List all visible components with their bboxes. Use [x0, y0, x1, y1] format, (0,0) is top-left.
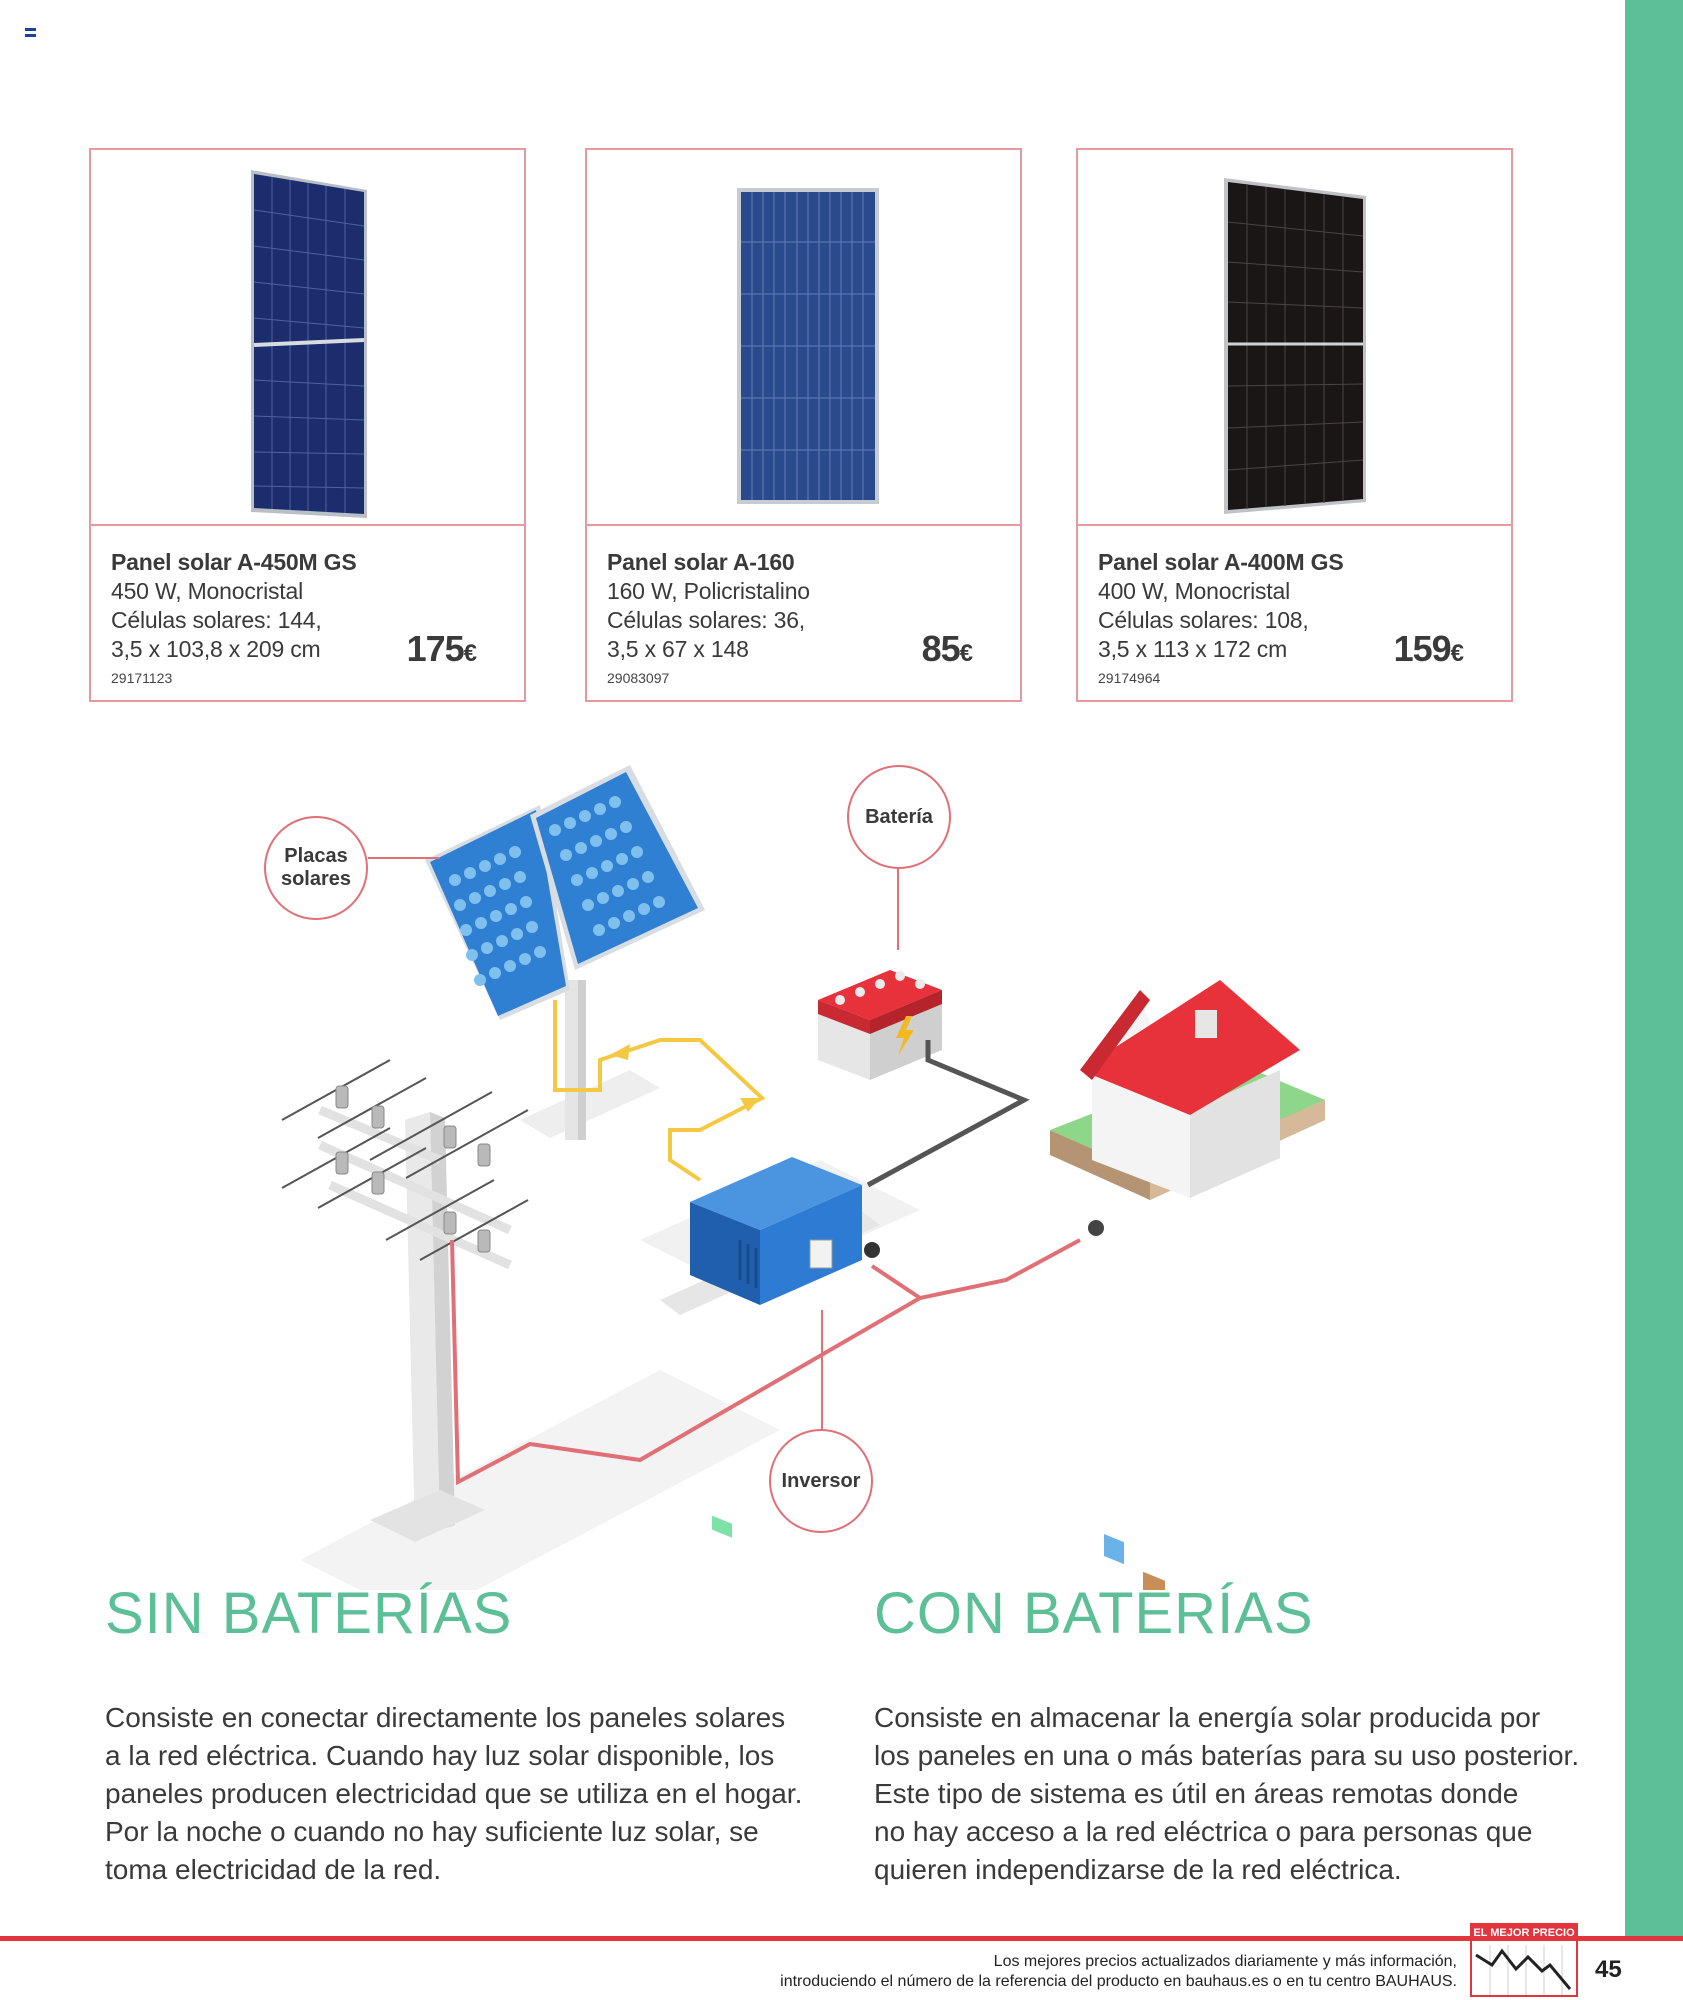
- product-info: Panel solar A-450M GS 450 W, Monocristal…: [111, 548, 411, 686]
- product-reference: 29171123: [111, 670, 173, 686]
- product-price: 175€: [406, 628, 477, 669]
- callout-inverter: Inversor: [769, 1429, 873, 1533]
- callout-solar-panels: Placas solares: [264, 816, 368, 920]
- product-info: Panel solar A-160 160 W, Policristalino …: [607, 548, 907, 686]
- product-dimensions: 3,5 x 113 x 172 cm: [1098, 636, 1288, 662]
- product-price: 85€: [921, 628, 973, 669]
- product-spec: 450 W, Monocristal: [111, 578, 303, 604]
- product-name: Panel solar A-450M GS: [111, 549, 357, 575]
- product-spec: Células solares: 108,: [1098, 607, 1309, 633]
- product-name: Panel solar A-160: [607, 549, 795, 575]
- product-spec: Células solares: 36,: [607, 607, 805, 633]
- footer-divider: [0, 1936, 1683, 1941]
- section-title-con-baterias: CON BATERÍAS: [874, 1581, 1314, 1646]
- side-color-strip: [1625, 0, 1683, 1936]
- section-title-sin-baterias: SIN BATERÍAS: [105, 1581, 513, 1646]
- product-image: [91, 150, 524, 526]
- page-number: 45: [1595, 1956, 1622, 1983]
- product-image: [1078, 150, 1511, 526]
- price-chart-icon: [1475, 1945, 1572, 1995]
- product-dimensions: 3,5 x 67 x 148: [607, 636, 749, 662]
- product-card[interactable]: Panel solar A-160 160 W, Policristalino …: [585, 148, 1022, 702]
- product-spec: 400 W, Monocristal: [1098, 578, 1290, 604]
- best-price-badge: EL MEJOR PRECIO: [1470, 1923, 1578, 1997]
- product-reference: 29174964: [1098, 670, 1161, 686]
- product-info: Panel solar A-400M GS 400 W, Monocristal…: [1098, 548, 1398, 686]
- footer-info: Los mejores precios actualizados diariam…: [780, 1953, 1457, 1990]
- product-dimensions: 3,5 x 103,8 x 209 cm: [111, 636, 321, 662]
- solar-system-diagram: Placas solares Batería Inversor: [0, 569, 1400, 1621]
- product-spec: 160 W, Policristalino: [607, 578, 810, 604]
- product-card[interactable]: Panel solar A-400M GS 400 W, Monocristal…: [1076, 148, 1513, 702]
- product-card[interactable]: Panel solar A-450M GS 450 W, Monocristal…: [89, 148, 526, 702]
- section-text-con-baterias: Consiste en almacenar la energía solar p…: [874, 1702, 1580, 1885]
- product-price: 159€: [1393, 628, 1464, 669]
- product-reference: 29083097: [607, 670, 670, 686]
- section-text-sin-baterias: Consiste en conectar directamente los pa…: [105, 1702, 803, 1885]
- product-spec: Células solares: 144,: [111, 607, 322, 633]
- flag-icon: [25, 28, 36, 37]
- product-image: [587, 150, 1020, 526]
- callout-battery: Batería: [847, 765, 951, 869]
- product-name: Panel solar A-400M GS: [1098, 549, 1344, 575]
